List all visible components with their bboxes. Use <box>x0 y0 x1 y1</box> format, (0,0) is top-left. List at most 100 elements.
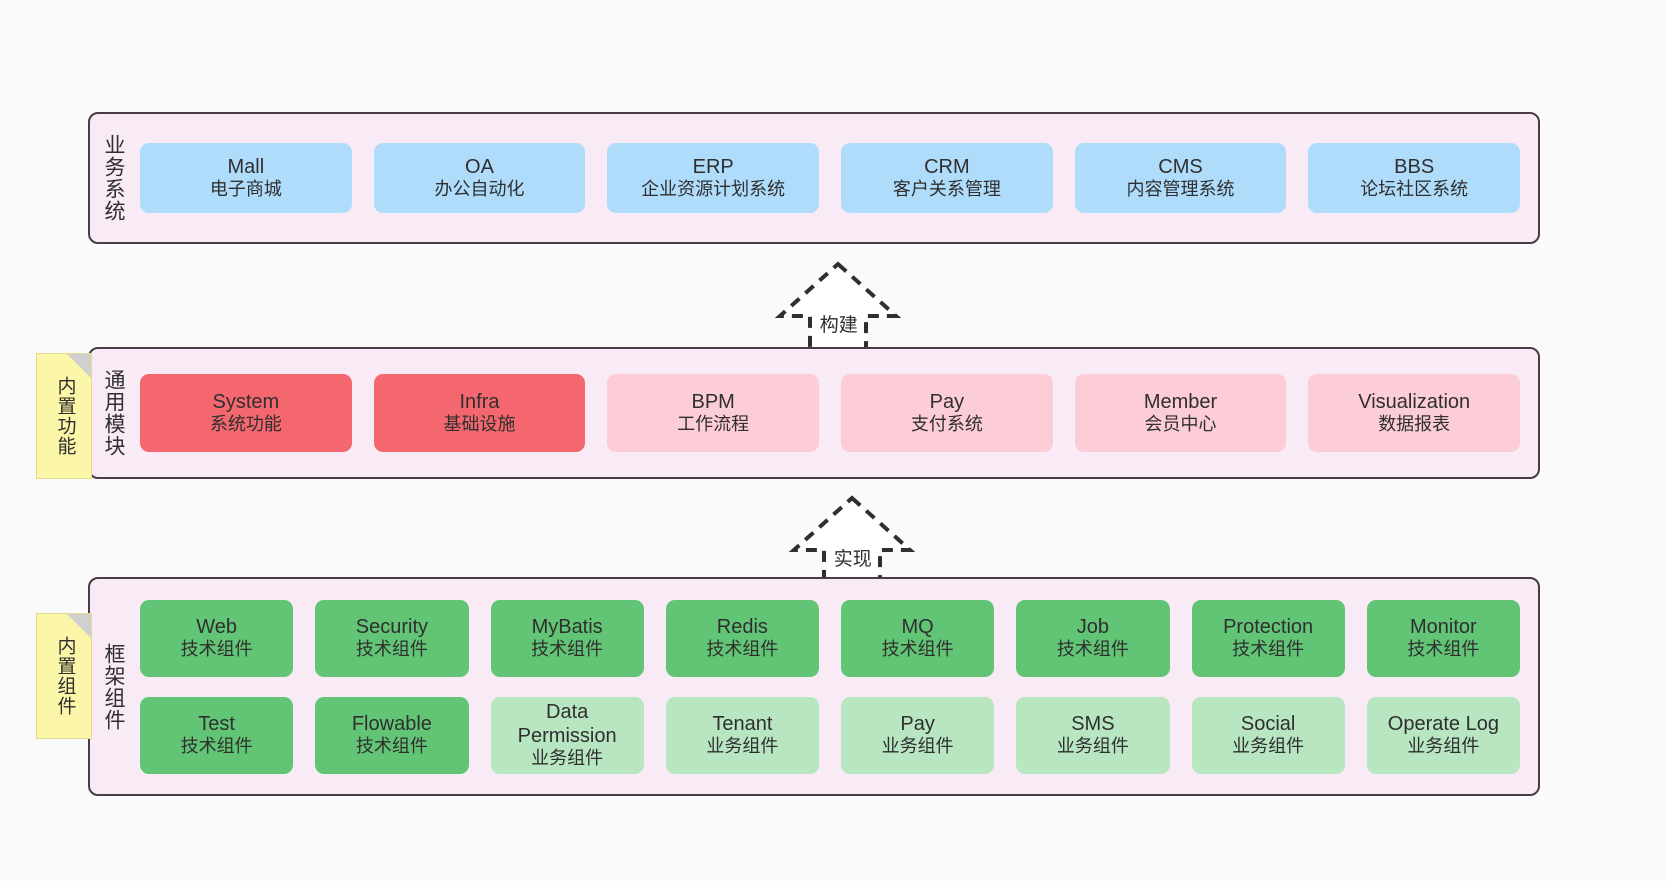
card-subtitle-cn: 业务组件 <box>531 748 604 769</box>
card-subtitle-cn: 业务组件 <box>1056 736 1129 757</box>
card-subtitle-cn: 业务组件 <box>1407 736 1480 757</box>
card-subtitle-cn: 技术组件 <box>1232 639 1305 660</box>
card-title-en: Tenant <box>712 712 773 735</box>
card-subtitle-cn: 技术组件 <box>1056 639 1129 660</box>
card-subtitle-cn: 电子商城 <box>209 179 282 200</box>
card-subtitle-cn: 支付系统 <box>910 414 983 435</box>
card-subtitle-cn: 技术组件 <box>355 639 428 660</box>
card-subtitle-cn: 技术组件 <box>531 639 604 660</box>
layer-title-common-module: 通用模块 <box>102 369 126 457</box>
card-subtitle-cn: 内容管理系统 <box>1126 179 1235 200</box>
card-title-en: BBS <box>1394 155 1435 178</box>
card-title-en: Data Permission <box>517 700 617 748</box>
card-title-en: Security <box>355 615 428 638</box>
card-title-en: MyBatis <box>531 615 603 638</box>
card-title-en: Redis <box>716 615 768 638</box>
card-subtitle-cn: 论坛社区系统 <box>1360 179 1469 200</box>
card-title-en: Operate Log <box>1387 712 1499 735</box>
card-subtitle-cn: 企业资源计划系统 <box>641 179 786 200</box>
card-subtitle-cn: 基础设施 <box>443 414 516 435</box>
card-subtitle-cn: 会员中心 <box>1144 414 1217 435</box>
card-title-en: ERP <box>692 155 734 178</box>
card-subtitle-cn: 数据报表 <box>1378 414 1451 435</box>
layer-title-framework-component: 框架组件 <box>102 642 126 731</box>
card-subtitle-cn: 工作流程 <box>677 414 750 435</box>
card-title-en: Job <box>1076 615 1109 638</box>
sticky-note-builtin-component: 内置组件 <box>36 613 92 739</box>
card-subtitle-cn: 业务组件 <box>1232 736 1305 757</box>
card-subtitle-cn: 业务组件 <box>881 736 954 757</box>
card-title-en: BPM <box>691 390 735 413</box>
card-title-en: Pay <box>900 712 935 735</box>
card-title-en: Web <box>196 615 237 638</box>
card-subtitle-cn: 技术组件 <box>1407 639 1480 660</box>
card-subtitle-cn: 系统功能 <box>209 414 282 435</box>
card-subtitle-cn: 技术组件 <box>706 639 779 660</box>
card-subtitle-cn: 技术组件 <box>355 736 428 757</box>
card-title-en: Flowable <box>351 712 432 735</box>
card-subtitle-cn: 客户关系管理 <box>892 179 1001 200</box>
sticky-note-builtin-function: 内置功能 <box>36 353 92 479</box>
card-title-en: Mall <box>227 155 265 178</box>
card-title-en: Protection <box>1223 615 1314 638</box>
card-title-en: CMS <box>1158 155 1203 178</box>
layer-title-business-system: 业务系统 <box>102 134 126 222</box>
card-title-en: Member <box>1143 390 1218 413</box>
card-subtitle-cn: 技术组件 <box>881 639 954 660</box>
card-subtitle-cn: 技术组件 <box>180 736 253 757</box>
card-title-en: Social <box>1240 712 1296 735</box>
card-title-en: CRM <box>924 155 970 178</box>
card-title-en: Visualization <box>1358 390 1471 413</box>
card-subtitle-cn: 业务组件 <box>706 736 779 757</box>
card-subtitle-cn: 办公自动化 <box>434 179 525 200</box>
connector-build-label: 构建 <box>819 315 858 336</box>
card-subtitle-cn: 技术组件 <box>180 639 253 660</box>
connector-implement-label: 实现 <box>833 549 872 570</box>
card-title-en: SMS <box>1071 712 1115 735</box>
card-title-en: OA <box>465 155 494 178</box>
card-title-en: System <box>212 390 280 413</box>
card-title-en: Monitor <box>1410 615 1477 638</box>
card-title-en: Pay <box>929 390 965 413</box>
card-title-en: MQ <box>901 615 934 638</box>
connector-build: 构建 <box>738 258 938 358</box>
